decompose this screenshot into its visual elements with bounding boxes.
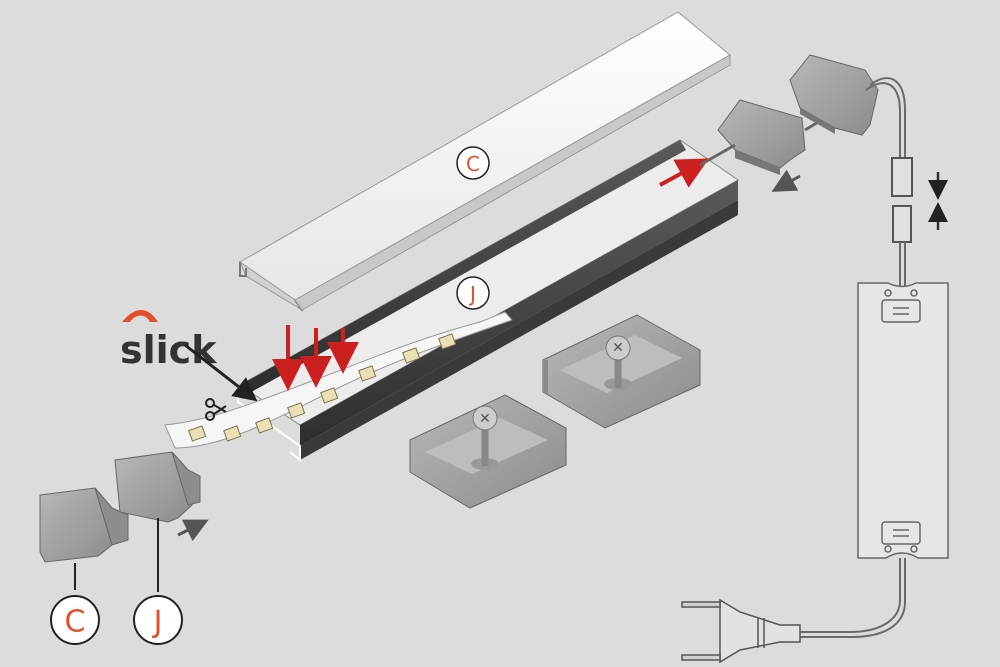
scissors-icon <box>205 398 227 421</box>
end-cap-c <box>39 487 129 563</box>
label-cover: C <box>456 146 490 180</box>
slick-logo: slick <box>120 310 258 402</box>
power-supply <box>857 282 949 559</box>
end-cap-with-cable-hole <box>699 99 831 192</box>
screw-head-icon: ✕ <box>612 340 624 356</box>
label-endcap-j-text: J <box>152 605 163 640</box>
label-endcap-c-text: C <box>65 605 86 640</box>
insertion-arrows <box>272 158 710 391</box>
label-leaders <box>74 518 159 592</box>
mounting-clip-back: ✕ <box>542 314 701 429</box>
label-endcap-j: J <box>133 595 183 645</box>
label-cover-text: C <box>466 152 480 176</box>
led-strip <box>164 311 513 449</box>
screw-head-icon-2: ✕ <box>479 411 491 427</box>
euro-plug <box>681 598 801 664</box>
mounting-clip-front: ✕ <box>409 394 567 509</box>
aluminium-profile <box>237 139 739 463</box>
label-endcap-c: C <box>50 595 100 645</box>
end-cap-with-cable <box>789 54 879 136</box>
label-profile: J <box>456 276 490 310</box>
label-profile-text: J <box>468 282 476 306</box>
mains-cable <box>800 558 906 638</box>
supply-cable <box>865 77 913 290</box>
end-cap-j <box>114 451 209 542</box>
slick-logo-text: slick <box>120 328 217 372</box>
